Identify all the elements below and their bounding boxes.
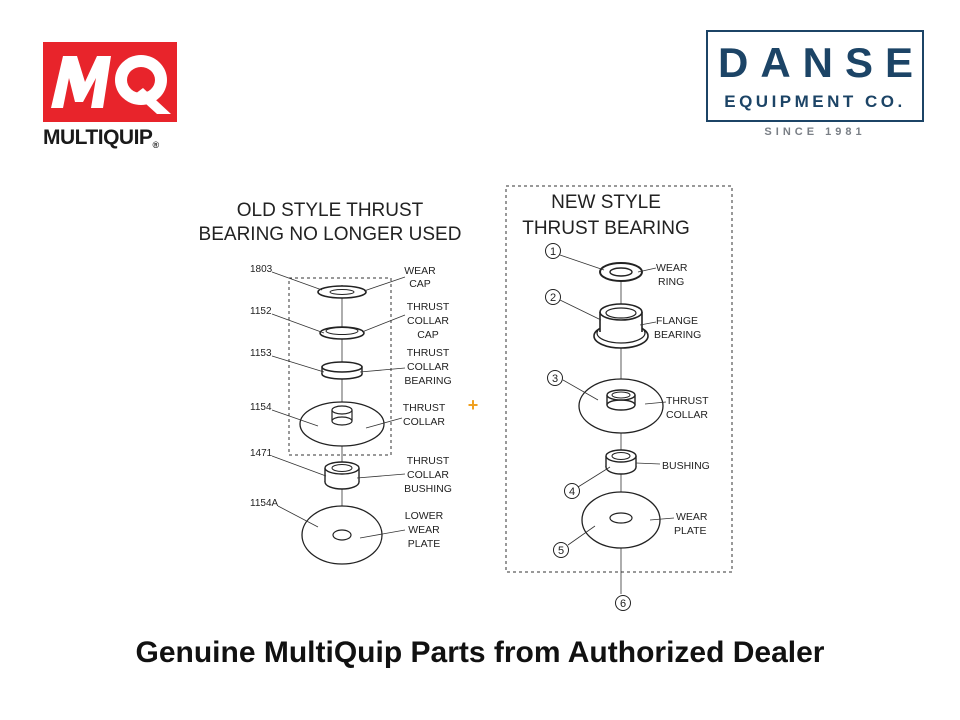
mq-letters-graphic	[51, 55, 171, 114]
new-part-callout-5: 5	[553, 542, 569, 558]
new-style-title-line2: THRUST BEARING	[522, 218, 690, 239]
old-label-collar-bushing-3: BUSHING	[404, 483, 452, 495]
old-part-number-1803: 1803	[250, 264, 273, 275]
old-part-number-1153: 1153	[250, 348, 272, 359]
svg-text:6: 6	[620, 598, 626, 610]
old-label-wear-plate-1: LOWER	[405, 510, 444, 522]
danse-since: SINCE 1981	[764, 126, 866, 138]
old-label-wear-plate-2: WEAR	[408, 524, 440, 536]
svg-text:1: 1	[550, 246, 556, 258]
new-style-leaders	[559, 254, 675, 546]
old-label-wear-plate-3: PLATE	[408, 538, 440, 550]
danse-name: DANSE	[718, 39, 926, 86]
old-label-wear-cap-1: WEAR	[404, 265, 436, 277]
old-style-group-box	[288, 277, 392, 456]
old-style-title-line2: BEARING NO LONGER USED	[199, 224, 462, 245]
new-part-wear-plate	[581, 491, 661, 549]
old-part-number-1154: 1154	[250, 402, 272, 413]
old-part-thrust-collar	[299, 401, 385, 447]
old-label-thrust-collar-2: COLLAR	[403, 416, 445, 428]
new-part-thrust-collar	[578, 378, 664, 434]
plus-sign: +	[468, 395, 479, 415]
danse-logo-box: DANSE EQUIPMENT CO.	[706, 30, 924, 122]
new-part-callout-4: 4	[564, 483, 580, 499]
new-label-thrust-collar-2: COLLAR	[666, 409, 708, 421]
svg-text:2: 2	[550, 292, 556, 304]
parts-diagram: OLD STYLE THRUST BEARING NO LONGER USED	[199, 185, 733, 611]
svg-text:4: 4	[569, 486, 575, 498]
old-part-number-1154a: 1154A	[250, 498, 279, 509]
new-label-wear-plate-1: WEAR	[676, 511, 708, 523]
new-part-wear-ring	[599, 262, 643, 282]
multiquip-logo: MULTIQUIP®	[43, 42, 179, 150]
mq-logo-mark	[43, 42, 177, 122]
old-label-collar-bearing-1: THRUST	[407, 347, 450, 359]
new-part-bushing	[605, 449, 637, 475]
new-part-flange-bearing	[593, 303, 649, 349]
new-label-wear-ring-2: RING	[658, 276, 684, 288]
new-label-bushing: BUSHING	[662, 460, 710, 472]
old-part-number-1471: 1471	[250, 448, 273, 459]
danse-equipment-logo: DANSE EQUIPMENT CO. SINCE 1981	[706, 30, 928, 145]
new-style-title-line1: NEW STYLE	[551, 192, 661, 213]
old-label-collar-bushing-2: COLLAR	[407, 469, 449, 481]
svg-text:5: 5	[558, 545, 564, 557]
new-part-callout-1: 1	[545, 243, 561, 259]
new-part-callout-2: 2	[545, 289, 561, 305]
new-label-wear-ring-1: WEAR	[656, 262, 688, 274]
svg-text:3: 3	[552, 373, 558, 385]
old-label-collar-bushing-1: THRUST	[407, 455, 450, 467]
old-label-wear-cap-2: CAP	[409, 278, 431, 290]
old-part-thrust-collar-bearing	[321, 361, 363, 380]
footer-tagline: Genuine MultiQuip Parts from Authorized …	[135, 636, 825, 669]
old-label-thrust-collar-1: THRUST	[403, 402, 446, 414]
old-part-thrust-collar-cap	[319, 326, 365, 340]
old-part-thrust-collar-bushing	[324, 461, 360, 490]
new-label-wear-plate-2: PLATE	[674, 525, 706, 537]
new-label-flange-bearing-1: FLANGE	[656, 315, 698, 327]
old-part-wear-cap	[317, 285, 367, 299]
old-part-lower-wear-plate	[301, 505, 383, 565]
old-part-number-1152: 1152	[250, 306, 272, 317]
old-style-leaders	[271, 271, 406, 539]
new-label-flange-bearing-2: BEARING	[654, 329, 701, 341]
new-label-thrust-collar-1: THRUST	[666, 395, 709, 407]
danse-subtitle: EQUIPMENT CO.	[724, 92, 906, 111]
old-style-title-line1: OLD STYLE THRUST	[237, 200, 424, 221]
old-label-collar-cap-3: CAP	[417, 329, 439, 341]
mq-wordmark: MULTIQUIP®	[43, 126, 159, 150]
old-label-collar-cap-2: COLLAR	[407, 315, 449, 327]
new-part-callout-6: 6	[615, 595, 631, 611]
old-label-collar-cap-1: THRUST	[407, 301, 450, 313]
old-label-collar-bearing-2: COLLAR	[407, 361, 449, 373]
new-part-callout-3: 3	[547, 370, 563, 386]
old-label-collar-bearing-3: BEARING	[404, 375, 451, 387]
